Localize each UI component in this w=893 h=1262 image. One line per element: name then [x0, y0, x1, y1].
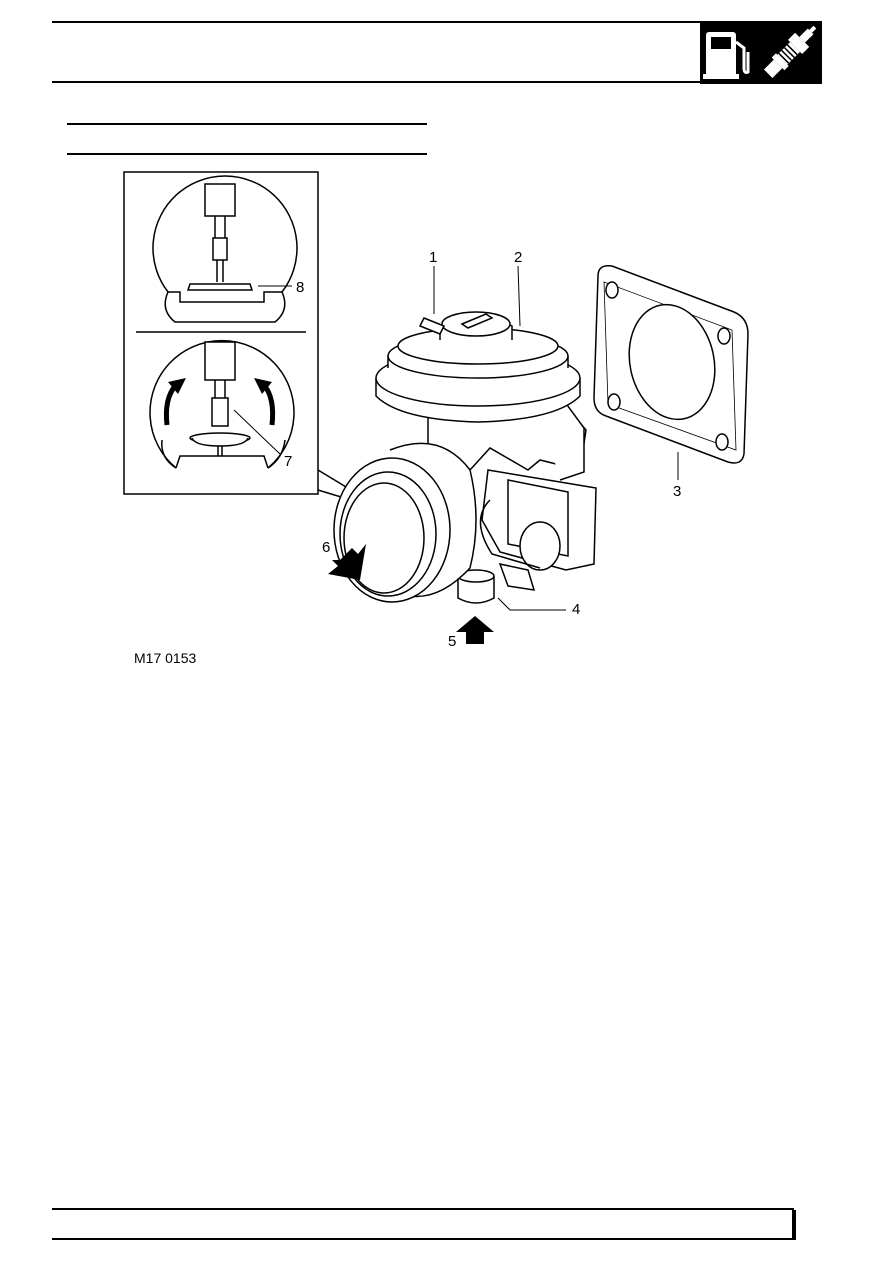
outlet-flow-arrow-icon [456, 616, 494, 644]
detail-view-open [149, 339, 295, 469]
left-curved-arrow-icon [163, 383, 178, 426]
footer-box-edge [792, 1210, 796, 1240]
gasket [593, 264, 749, 464]
detail-view-closed [152, 175, 298, 323]
fuel-pump-icon [703, 32, 750, 79]
right-arrow-head [254, 378, 272, 394]
egr-valve-diagram: 1 2 3 4 5 6 7 8 [123, 171, 749, 650]
footer-bottom-rule [52, 1238, 796, 1240]
leader-lines [233, 265, 679, 611]
callout-5: 5 [448, 633, 456, 650]
spark-plug-icon [763, 25, 817, 79]
callout-6: 6 [322, 539, 330, 556]
callout-4: 4 [572, 601, 580, 618]
callout-3: 3 [673, 483, 681, 500]
egr-valve [333, 311, 597, 604]
footer-box [52, 1208, 794, 1240]
inlet-flow-arrow-icon [328, 544, 366, 580]
header-bottom-rule [52, 81, 702, 83]
detail-inset-box [123, 171, 319, 495]
section-title-rule-bottom [67, 153, 427, 155]
callout-1: 1 [429, 249, 437, 266]
left-arrow-head [168, 378, 186, 394]
figure-code: M17 0153 [134, 650, 197, 666]
header-top-rule [52, 21, 822, 23]
section-title-rule-top [67, 123, 427, 125]
section-logo [700, 22, 822, 84]
callout-8: 8 [296, 279, 304, 296]
right-curved-arrow-icon [262, 383, 276, 426]
callout-2: 2 [514, 249, 522, 266]
callout-7: 7 [284, 453, 292, 470]
